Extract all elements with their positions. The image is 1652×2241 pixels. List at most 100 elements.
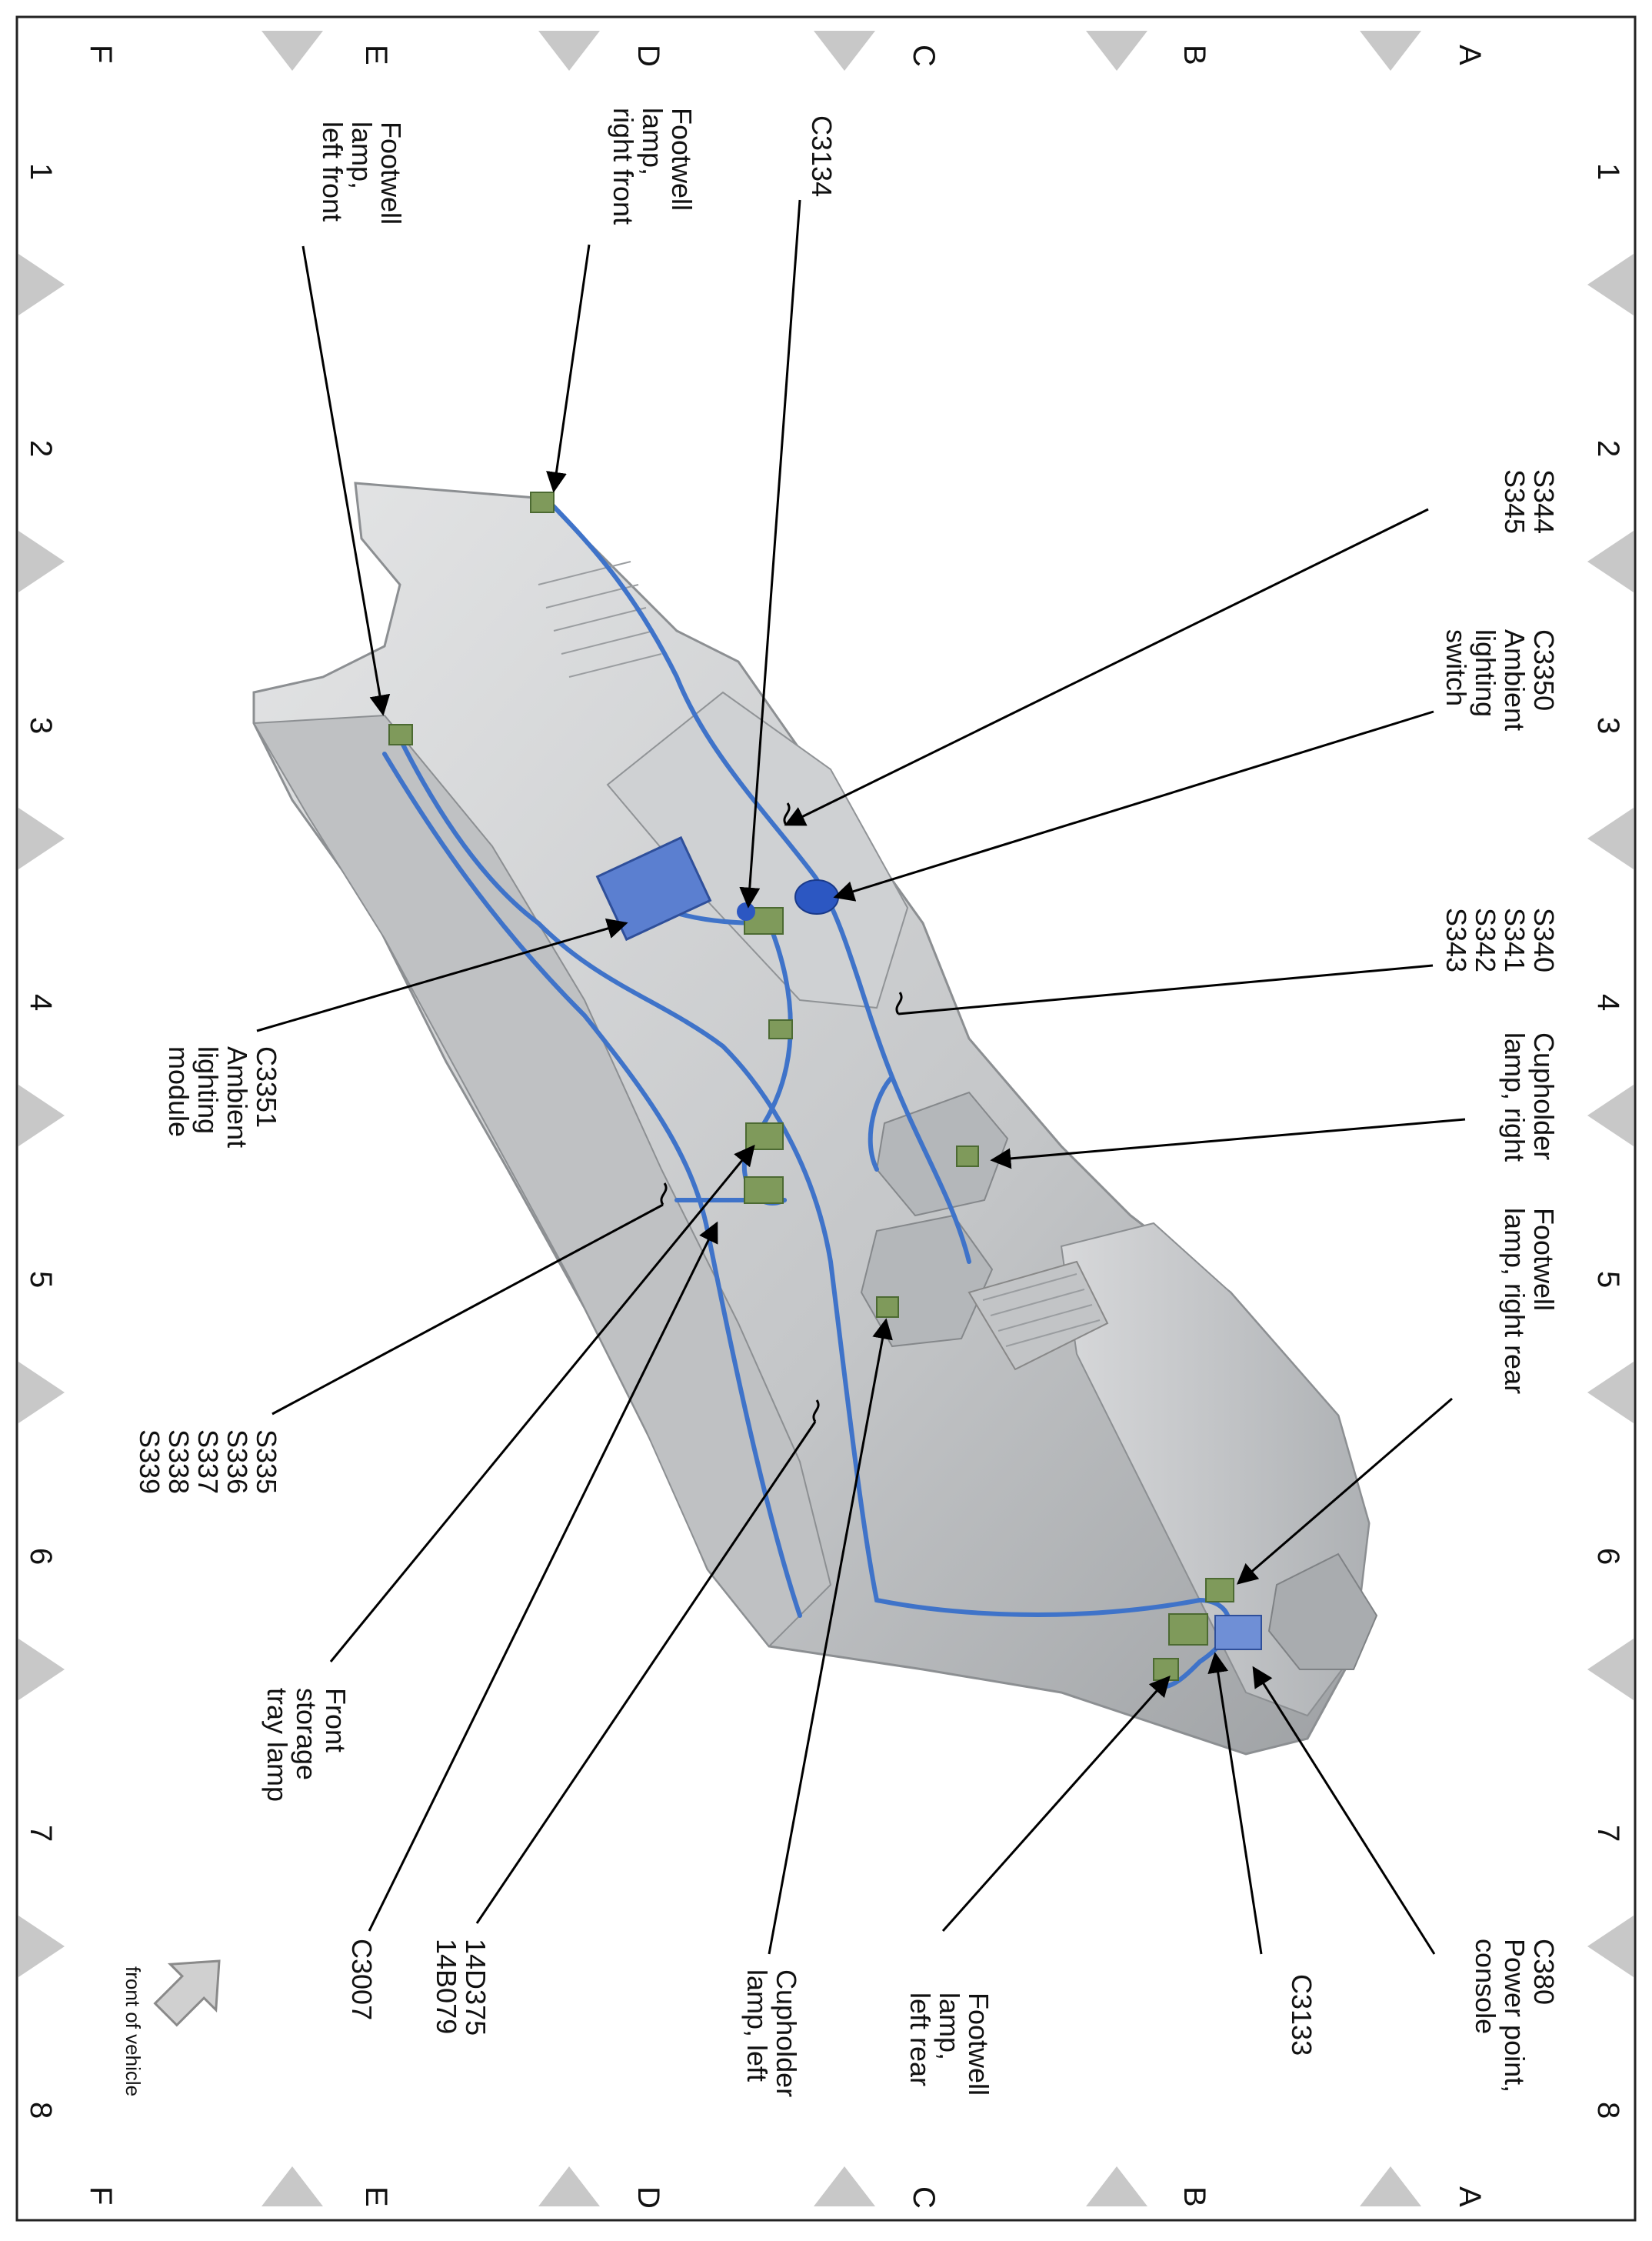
grid-col-6-left: 6 [24,1548,58,1565]
footwell-left-rear-connector [1153,1658,1179,1681]
grid-row-b-bottom: B [1177,2186,1211,2207]
label-s335-s339-line-5: S339 [134,1429,165,1494]
label-c380-line-3: console [1470,1939,1501,2034]
grid-col-5-right: 5 [1591,1271,1625,1288]
label-front-storage-line-3: tray lamp [261,1688,293,1802]
c3007-connector [744,1176,784,1204]
footwell-right-rear-connector [1205,1578,1234,1602]
grid-row-b-top: B [1177,45,1211,65]
grid-col-3-left: 3 [24,717,58,734]
grid-col-8-left: 8 [24,2102,58,2119]
grid-col-2-right: 2 [1591,440,1625,457]
rear-bin-opening [1267,1552,1378,1670]
label-s340-s343-line-4: S343 [1441,908,1472,972]
label-cupholder-left-line-2: lamp, left [741,1969,773,2082]
label-footwell-right-rear-line-1: Footwell [1528,1208,1560,1311]
grid-col-1-left: 1 [24,163,58,180]
label-s344-s345-line-2: S345 [1499,469,1530,534]
label-c3134: C3134 [806,115,838,197]
c3350-switch [794,879,839,915]
c3134-connector [744,907,784,935]
grid-col-5-left: 5 [24,1271,58,1288]
grid-row-a-bottom: A [1453,2186,1487,2207]
grid-col-4-left: 4 [24,994,58,1011]
label-c380-line-2: Power point, [1499,1939,1530,2093]
grid-row-c-bottom: C [907,2186,941,2209]
grid-row-f-bottom: F [84,2186,118,2205]
label-footwell-left-rear-line-2: lamp, [934,1993,965,2060]
grid-markers [18,31,1634,2206]
label-s344-s345-line-1: S344 [1528,469,1560,534]
grid-col-3-right: 3 [1591,717,1625,734]
grid-row-a-top: A [1453,45,1487,65]
grid-row-e-bottom: E [359,2186,393,2207]
label-c3133: C3133 [1286,1974,1317,2056]
label-c3007: C3007 [346,1939,378,2020]
label-footwell-left-rear-line-1: Footwell [963,1993,994,2096]
label-c3350-line-3: lighting [1470,629,1501,717]
label-c3134-line-1: C3134 [806,115,838,197]
label-c3351-line-1: C3351 [251,1046,282,1128]
grid-col-8-right: 8 [1591,2102,1625,2119]
label-harness-line-2: 14B079 [431,1939,462,2034]
front-of-vehicle-indicator [153,1959,221,2027]
grid-row-c-top: C [907,45,941,67]
label-footwell-left-front-line-2: lamp, [346,122,378,189]
tray-ribs [982,1273,1101,1347]
label-harness-line-1: 14D375 [460,1939,491,2036]
label-footwell-left-front-line-1: Footwell [375,122,407,225]
front-of-vehicle-label: front of vehicle [122,1966,145,2096]
label-s335-s339-line-1: S335 [251,1429,282,1494]
label-c3007-line-1: C3007 [346,1939,378,2020]
label-footwell-left-rear-line-3: left rear [904,1993,936,2086]
label-s340-s343-line-3: S342 [1470,908,1501,972]
splice-marks [660,802,903,1422]
footwell-right-front-connector [530,492,555,513]
cupholder-right-connector [956,1146,979,1167]
label-c3133-line-1: C3133 [1286,1974,1317,2056]
label-footwell-right-front-line-3: right front [608,108,639,225]
console-top-tray [606,691,909,1009]
label-c3350-line-4: switch [1441,629,1472,706]
console-body [252,482,1371,1756]
label-footwell-right-front-line-2: lamp, [637,108,668,175]
footwell-left-front-connector [388,724,413,745]
c3133-connector [1168,1613,1208,1646]
label-s335-s339-line-2: S336 [221,1429,253,1494]
label-s340-s343-line-1: S340 [1528,908,1560,972]
grid-col-6-right: 6 [1591,1548,1625,1565]
leader-lines [256,199,1466,1955]
label-s335-s339-line-4: S338 [163,1429,195,1494]
label-c3350-line-1: C3350 [1528,629,1560,711]
console-illustration [252,482,1378,1756]
grid-row-e-top: E [359,45,393,65]
label-s335-s339-line-3: S337 [192,1429,224,1494]
label-c3350-line-2: Ambient [1499,629,1530,731]
label-c3351-line-2: Ambient [221,1046,253,1148]
front-arrow-icon [153,1959,221,2027]
label-c3351-line-3: lighting [192,1046,224,1134]
label-front-storage-line-1: Front [320,1688,351,1752]
label-footwell-right-front-line-1: Footwell [666,108,698,211]
c380-connector [1214,1615,1262,1650]
ribbed-tray [968,1260,1109,1371]
grid-col-4-right: 4 [1591,994,1625,1011]
c3351-module [595,835,712,942]
grid-row-d-bottom: D [631,2186,665,2209]
label-footwell-left-front-line-3: left front [317,122,348,222]
c3134-node [737,902,755,921]
label-cupholder-right-line-1: Cupholder [1528,1032,1560,1160]
